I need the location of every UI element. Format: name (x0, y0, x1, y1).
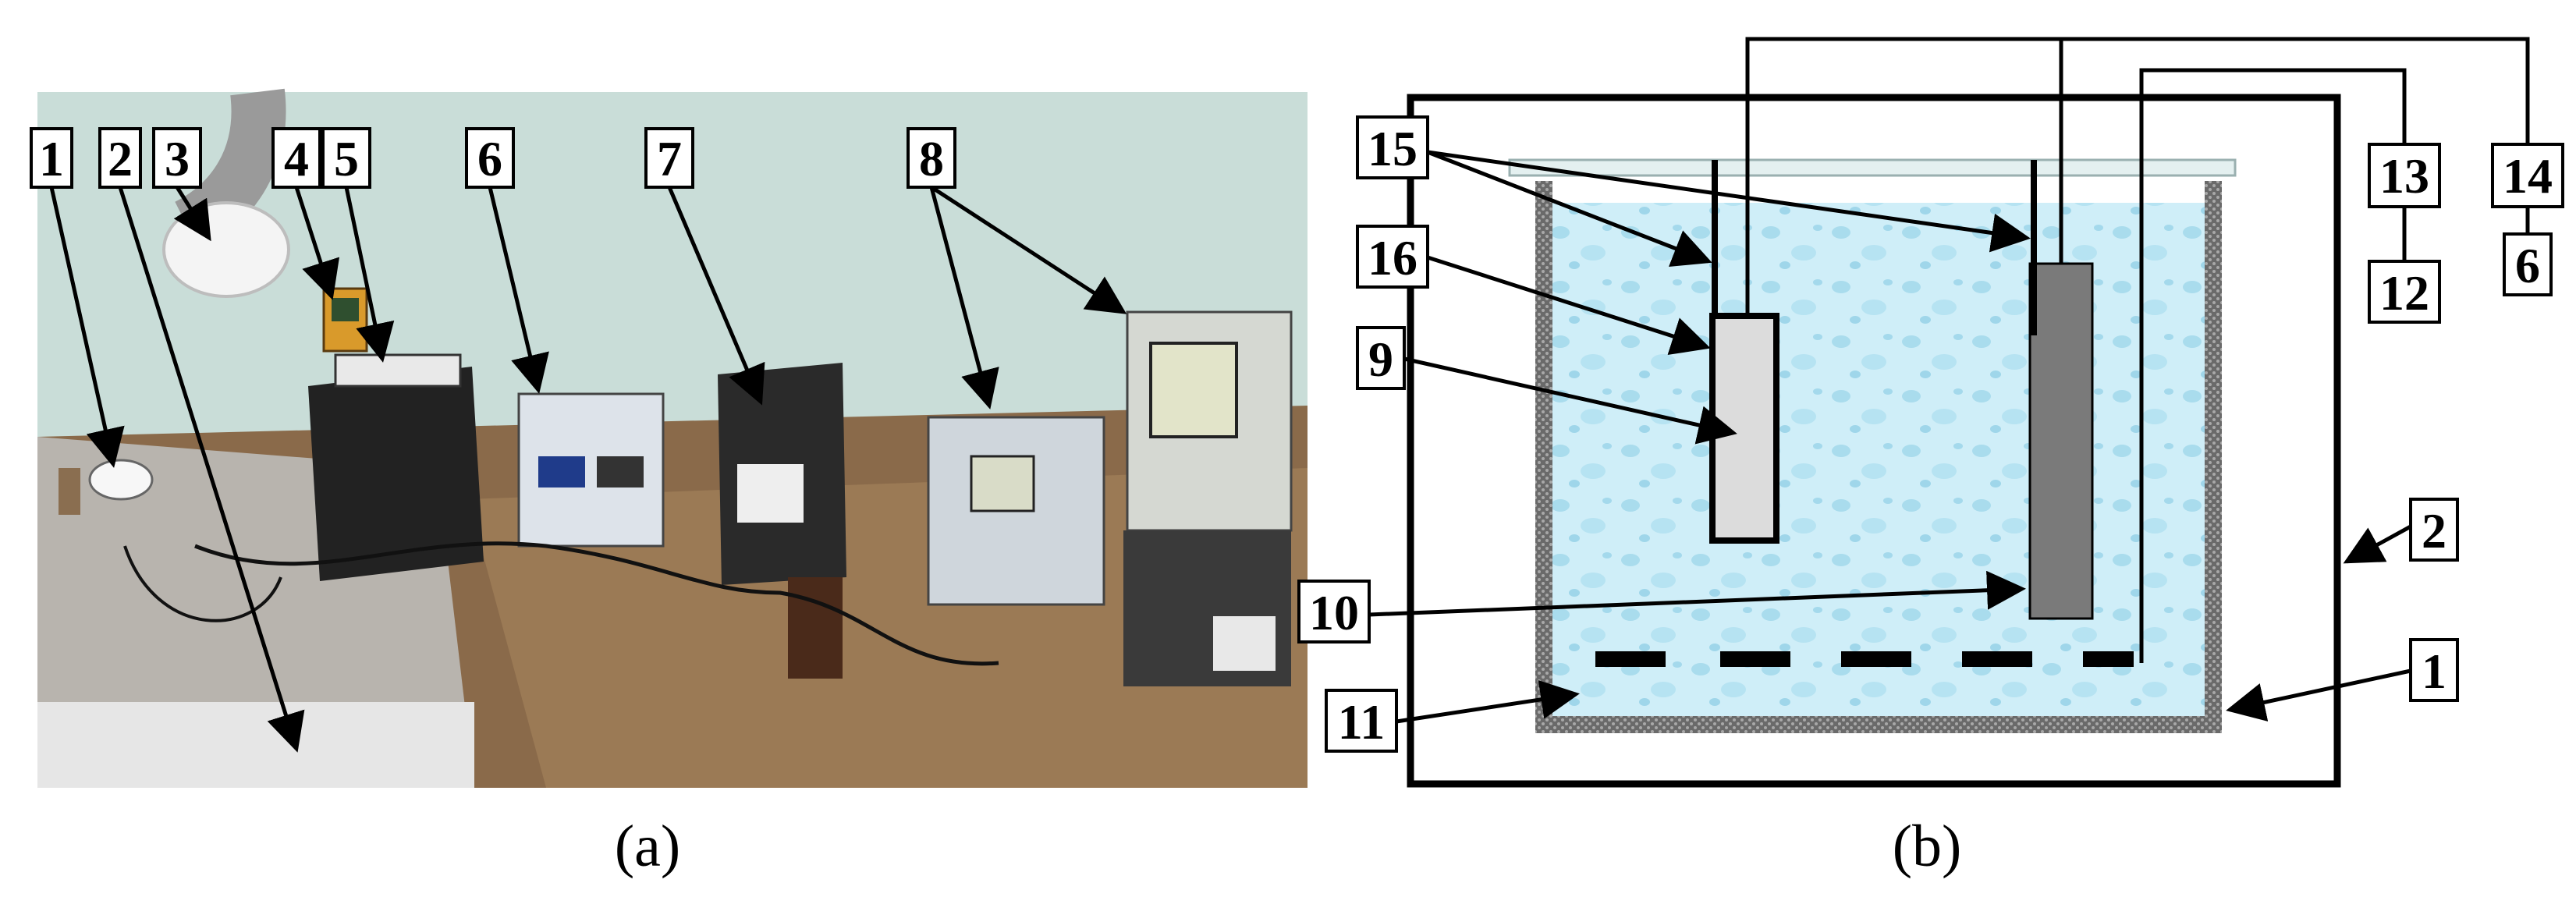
label-b-15: 15 (1368, 121, 1418, 176)
label-b-1: 1 (2422, 644, 2446, 699)
label-a-6: 6 (477, 131, 502, 186)
bath-wall-right (2205, 181, 2222, 733)
label-b-9: 9 (1368, 332, 1393, 387)
heater-segment (1720, 651, 1790, 667)
label-b-2: 2 (2422, 503, 2446, 558)
bath-floor (1535, 716, 2222, 733)
panel-b-labels: 15 16 9 10 11 13 14 12 6 2 1 (1297, 115, 2564, 753)
lid-plate (1508, 158, 2237, 177)
label-a-8: 8 (919, 131, 944, 186)
heater-segment (1841, 651, 1911, 667)
label-a-2: 2 (108, 131, 133, 186)
heater-segment (1962, 651, 2032, 667)
label-a-3: 3 (165, 131, 190, 186)
label-a-1: 1 (39, 131, 64, 186)
panel-a-arrows (49, 185, 1127, 753)
panel-b-arrows (1368, 150, 2412, 724)
heater-segment (2083, 651, 2134, 667)
label-b-13: 13 (2379, 148, 2429, 204)
label-b-10: 10 (1309, 585, 1359, 640)
liquid (1552, 203, 2205, 716)
label-b-6: 6 (2515, 238, 2540, 293)
electrode-9 (1709, 313, 1779, 544)
bath-wall-left (1535, 181, 1552, 733)
heater-segment (1595, 651, 1666, 667)
panel-a-labels: 1 2 3 4 5 6 7 8 (30, 127, 956, 189)
wire-to-14 (1745, 37, 2530, 316)
panel-b-schematic (1407, 37, 2530, 788)
caption-a: (a) (615, 814, 680, 879)
label-a-4: 4 (284, 131, 309, 186)
caption-b: (b) (1893, 814, 1962, 879)
label-b-11: 11 (1338, 694, 1385, 750)
label-a-7: 7 (657, 131, 682, 186)
label-b-14: 14 (2503, 148, 2553, 204)
label-b-16: 16 (1368, 230, 1418, 285)
electrode-10 (2028, 262, 2094, 620)
wire-to-13 (2139, 68, 2407, 663)
label-b-12: 12 (2379, 265, 2429, 321)
label-a-5: 5 (334, 131, 359, 186)
